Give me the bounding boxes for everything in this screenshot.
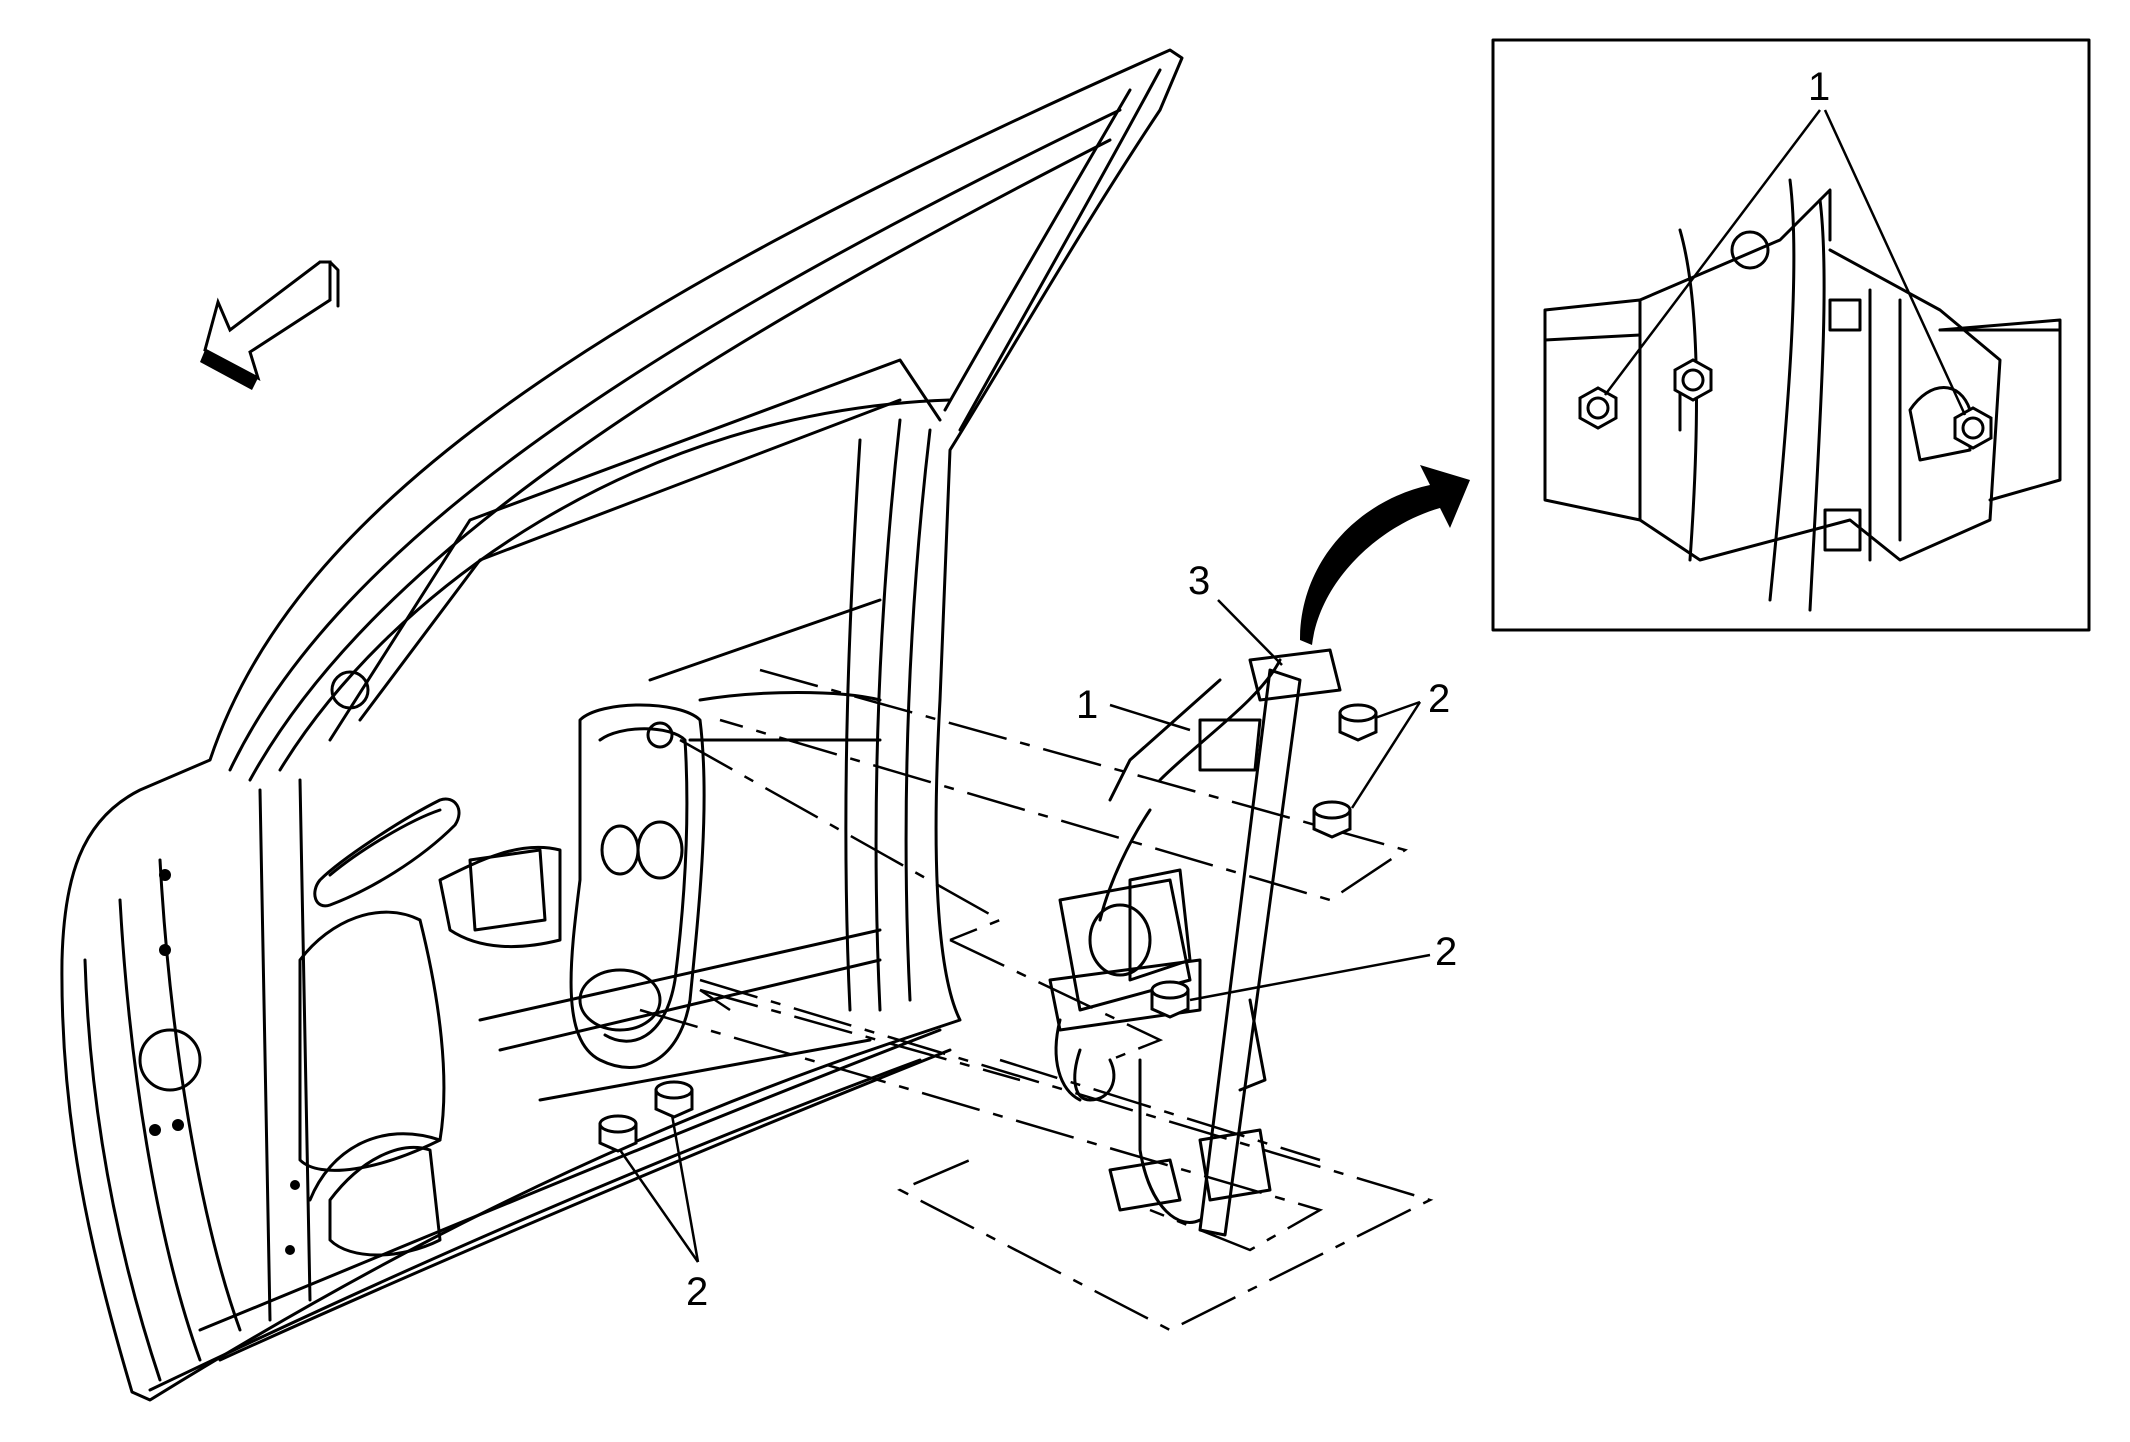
inset-bolt-center <box>1673 358 1713 402</box>
callout-2-lower: 2 <box>686 1270 708 1314</box>
callout-labels: 1 3 1 2 2 2 <box>686 65 1830 1314</box>
bolt-upper-second <box>1312 800 1352 839</box>
callout-2-upper: 2 <box>1428 677 1450 721</box>
callout-2-middle: 2 <box>1435 930 1457 974</box>
window-regulator <box>1048 648 1342 1237</box>
inset-detail <box>1491 38 2091 632</box>
alignment-lines <box>639 668 1434 1332</box>
callout-inset-1: 1 <box>1808 65 1830 109</box>
inset-bolt-right <box>1953 406 1993 450</box>
bolt-middle <box>1150 980 1190 1019</box>
callout-1: 1 <box>1076 683 1098 727</box>
door-frame <box>60 48 1184 1402</box>
callout-3: 3 <box>1188 559 1210 603</box>
callout-leaders <box>618 109 1967 1263</box>
detail-curved-arrow-icon <box>1300 465 1470 645</box>
bolt-lower-left <box>598 1114 638 1153</box>
bolt-lower-right <box>654 1080 694 1119</box>
door-inner-panel <box>138 598 882 1257</box>
inset-bolt-left <box>1578 386 1618 430</box>
front-direction-arrow-icon <box>200 260 340 390</box>
bolt-upper <box>1338 703 1378 742</box>
bolts <box>598 703 1378 1153</box>
